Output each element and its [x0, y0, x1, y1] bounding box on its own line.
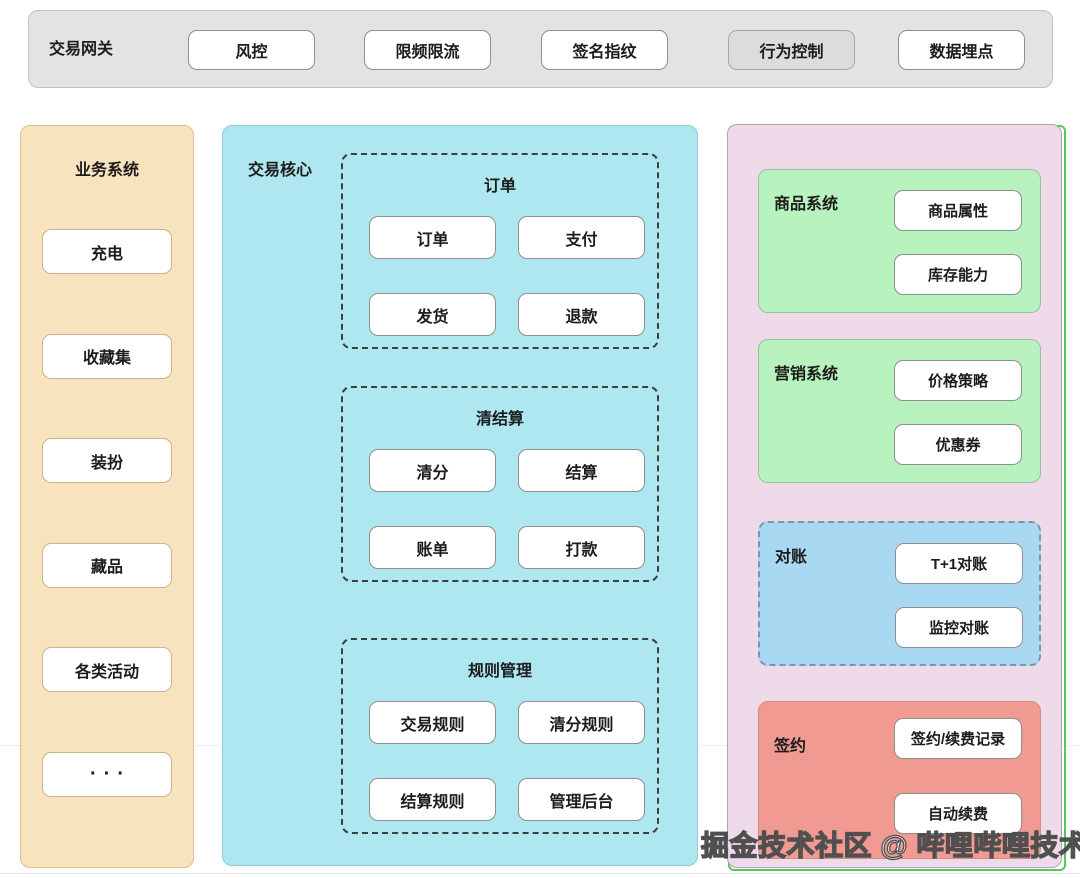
business-node-5: 各类活动: [42, 647, 172, 693]
trade-core-node-3-3: 结算规则: [369, 778, 496, 821]
support-node-2-2: 优惠券: [894, 424, 1022, 465]
support-node-4-1: 签约/续费记录: [894, 718, 1022, 759]
support-node-1-1: 商品属性: [894, 190, 1022, 231]
trade-core-group-title-1: 订单: [483, 178, 516, 195]
business-node-4: 藏品: [42, 542, 172, 588]
trade-core-node-1-2: 支付: [518, 216, 645, 259]
trade-core-node-2-4: 打款: [518, 526, 645, 569]
trade-core-panel: 交易核心 订单订单支付发货退款清结算清分结算账单打款规则管理交易规则清分规则结算…: [222, 125, 698, 866]
trade-core-node-1-4: 退款: [518, 293, 645, 336]
business-node-3: 装扮: [42, 438, 172, 484]
trade-core-node-2-2: 结算: [518, 449, 645, 492]
gateway-node-1: 风控: [188, 30, 315, 70]
business-node-2: 收藏集: [42, 333, 172, 379]
trade-core-group-title-2: 清结算: [475, 411, 524, 428]
support-node-4-2: 自动续费: [894, 793, 1022, 834]
support-group-2: 营销系统 价格策略优惠券: [758, 339, 1041, 483]
trade-core-title: 交易核心: [248, 162, 313, 179]
support-systems-panel: 商品系统 商品属性库存能力营销系统 价格策略优惠券对账 T+1对账监控对账签约 签约/续…: [727, 124, 1062, 868]
support-node-1-2: 库存能力: [894, 254, 1022, 295]
business-system-title: 业务系统: [74, 162, 139, 179]
trade-core-group-grid-1: 订单支付发货退款: [369, 216, 645, 336]
trade-core-node-3-4: 管理后台: [518, 778, 645, 821]
trade-core-node-2-3: 账单: [369, 526, 496, 569]
trade-core-group-grid-3: 交易规则清分规则结算规则管理后台: [369, 701, 645, 821]
support-node-2-1: 价格策略: [894, 360, 1022, 401]
trade-core-group-1: 订单订单支付发货退款: [341, 153, 659, 349]
trade-core-group-2: 清结算清分结算账单打款: [341, 386, 659, 582]
business-system-panel: 业务系统 充电收藏集装扮藏品各类活动 ···: [20, 125, 194, 868]
trade-core-group-title-3: 规则管理: [467, 663, 532, 680]
gateway-node-3: 签名指纹: [541, 30, 668, 70]
watermark-text: 掘金技术社区 @ 哔哩哔哩技术: [700, 829, 1080, 861]
support-group-4: 签约 签约/续费记录自动续费: [758, 701, 1041, 859]
support-group-nodes-2: 价格策略优惠券: [894, 360, 1022, 465]
trade-core-node-3-1: 交易规则: [369, 701, 496, 744]
support-group-1: 商品系统 商品属性库存能力: [758, 169, 1041, 313]
gateway-node-4: 行为控制: [728, 30, 855, 70]
support-group-nodes-4: 签约/续费记录自动续费: [894, 718, 1022, 834]
support-group-title-1: 商品系统: [774, 196, 839, 213]
support-group-3: 对账 T+1对账监控对账: [758, 521, 1041, 666]
business-node-more: ···: [42, 751, 172, 797]
support-group-title-4: 签约: [774, 738, 807, 755]
trade-core-node-2-1: 清分: [369, 449, 496, 492]
support-node-3-2: 监控对账: [895, 607, 1023, 648]
page-bottom-line: [0, 873, 1080, 874]
trade-core-group-3: 规则管理交易规则清分规则结算规则管理后台: [341, 638, 659, 834]
gateway-node-2: 限频限流: [364, 30, 491, 70]
gateway-panel-title: 交易网关: [49, 41, 114, 58]
trade-core-node-3-2: 清分规则: [518, 701, 645, 744]
support-group-title-3: 对账: [775, 549, 808, 566]
support-group-nodes-3: T+1对账监控对账: [895, 543, 1023, 648]
support-group-nodes-1: 商品属性库存能力: [894, 190, 1022, 295]
business-system-nodes: 充电收藏集装扮藏品各类活动 ···: [42, 229, 172, 797]
gateway-node-5: 数据埋点: [898, 30, 1025, 70]
support-group-title-2: 营销系统: [774, 366, 839, 383]
trade-core-node-1-1: 订单: [369, 216, 496, 259]
trade-core-group-grid-2: 清分结算账单打款: [369, 449, 645, 569]
trade-core-node-1-3: 发货: [369, 293, 496, 336]
gateway-panel: 交易网关 风控 限频限流 签名指纹 行为控制 数据埋点: [28, 10, 1053, 88]
business-node-1: 充电: [42, 229, 172, 274]
support-node-3-1: T+1对账: [895, 543, 1023, 584]
